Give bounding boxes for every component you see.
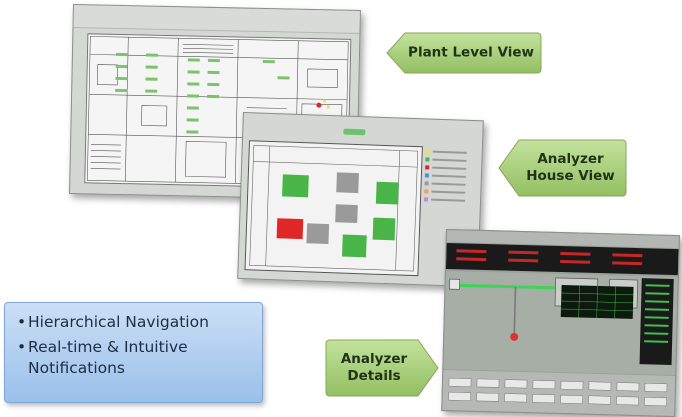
analyzer-cell-7[interactable] <box>342 234 367 258</box>
house-floor-plan <box>244 140 423 277</box>
plant-header <box>73 5 360 35</box>
details-data-grid <box>560 285 634 319</box>
house-callout-label-line1: Analyzer <box>537 151 604 167</box>
details-callout-label-line2: Details <box>347 368 401 384</box>
analyzer-cell-6[interactable] <box>372 217 396 241</box>
features-box: Hierarchical Navigation Real-time & Intu… <box>4 302 263 403</box>
house-callout-arrow-shape <box>498 139 627 197</box>
analyzer-house-view-screenshot <box>237 112 484 288</box>
house-legend <box>423 149 476 207</box>
features-list: Hierarchical Navigation Real-time & Intu… <box>5 303 262 379</box>
feature-item-hierarchical-navigation: Hierarchical Navigation <box>17 312 262 333</box>
details-callout-arrow-shape <box>325 339 439 397</box>
house-plan-drawing <box>249 145 419 272</box>
details-controls-row[interactable] <box>442 369 676 417</box>
analyzer-cell-alarm[interactable] <box>276 218 304 240</box>
plant-callout-label: Plant Level View <box>408 44 534 61</box>
plant-alarm-marker[interactable] <box>316 102 322 108</box>
plant-callout-arrow-shape <box>386 32 542 74</box>
house-view-status-pill[interactable] <box>343 128 366 136</box>
analyzer-cell-4[interactable] <box>335 204 358 224</box>
analyzer-details-screenshot <box>441 229 680 417</box>
analyzer-cell-1[interactable] <box>282 174 309 198</box>
analyzer-cell-3[interactable] <box>375 181 399 205</box>
analyzer-cell-2[interactable] <box>336 172 359 194</box>
analyzer-details-callout: Analyzer Details <box>324 338 440 398</box>
plant-level-view-callout: Plant Level View <box>385 31 543 75</box>
analyzer-cell-5[interactable] <box>306 223 330 245</box>
house-callout-label-line2: House View <box>526 168 615 184</box>
details-status-panel <box>445 243 679 276</box>
plant-analyzer-markers[interactable] <box>114 52 290 136</box>
sample-probe-marker[interactable] <box>510 332 519 341</box>
details-callout-label-line1: Analyzer <box>340 351 408 367</box>
analyzer-house-view-callout: Analyzer House View <box>497 138 628 198</box>
feature-item-realtime-notifications: Real-time & Intuitive Notifications <box>17 337 262 379</box>
